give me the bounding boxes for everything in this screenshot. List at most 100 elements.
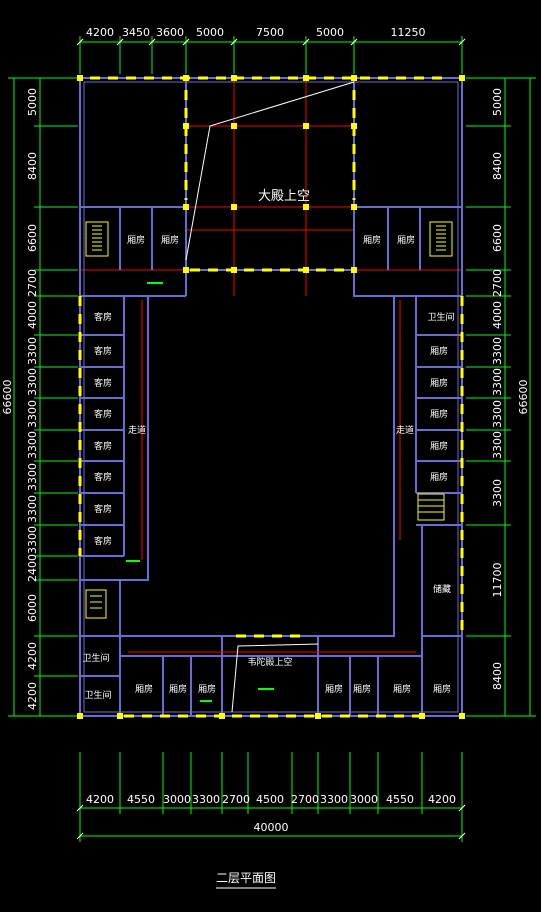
top-dimension-labels: 4200 3450 3600 5000 7500 5000 11250 [86,26,426,39]
label-guest-1: 客房 [94,311,112,323]
label-ward-r4: 厢房 [430,440,448,452]
dim-right-11: 11700 [491,563,504,598]
dim-bottom-total: 40000 [254,821,289,834]
dim-right-4: 2700 [491,269,504,297]
drawing-title: 二层平面图 [216,871,276,885]
dim-left-15: 4200 [26,642,39,670]
stair-top-right [429,221,453,257]
dim-left-4: 2700 [26,269,39,297]
dim-bottom-8: 3300 [320,793,348,806]
dim-bottom-10: 4550 [386,793,414,806]
columns [77,75,465,719]
stair-top-left [85,221,109,257]
dim-bottom-5: 2700 [222,793,250,806]
void-lines [185,81,355,713]
label-ward-r1: 厢房 [430,345,448,357]
label-ward-r3: 厢房 [430,408,448,420]
dim-top-3: 3600 [156,26,184,39]
dim-left-total: 66600 [1,380,14,415]
label-guest-5: 客房 [94,440,112,452]
dim-bottom-1: 4200 [86,793,114,806]
dim-left-3: 6600 [26,224,39,252]
walls [79,77,463,717]
dim-top-6: 5000 [316,26,344,39]
label-hall-void-small: 韦陀殿上空 [247,656,292,668]
structural-grid [80,78,462,296]
dim-right-8: 3300 [491,400,504,428]
dim-right-5: 4000 [491,301,504,329]
dim-left-10: 3300 [26,463,39,491]
label-ward-b1: 厢房 [135,683,153,695]
stair-left-bottom [85,589,107,619]
left-dimension-labels: 5000 8400 6600 2700 4000 3300 3300 3300 … [1,88,39,710]
dim-right-7: 3300 [491,368,504,396]
label-ward-4: 厢房 [397,234,415,246]
dim-right-9: 3300 [491,431,504,459]
dim-left-11: 3300 [26,495,39,523]
dim-top-1: 4200 [86,26,114,39]
dim-top-7: 11250 [391,26,426,39]
label-ward-3: 厢房 [363,234,381,246]
dim-left-5: 4000 [26,301,39,329]
corridor-lines [128,300,416,653]
windows [78,76,464,718]
dim-right-2: 8400 [491,152,504,180]
dim-bottom-4: 3300 [192,793,220,806]
label-ward-b6: 厢房 [393,683,411,695]
dim-bottom-7: 2700 [291,793,319,806]
label-ward-2: 厢房 [161,234,179,246]
dim-bottom-6: 4500 [256,793,284,806]
dim-right-3: 6600 [491,224,504,252]
stairs [85,221,453,619]
label-storage: 储藏 [433,583,451,595]
label-ward-b2: 厢房 [169,683,187,695]
dim-left-9: 3300 [26,431,39,459]
label-ward-b4: 厢房 [325,683,343,695]
dim-left-6: 3300 [26,337,39,365]
bottom-dimension-labels: 4200 4550 3000 3300 2700 4500 2700 3300 … [86,793,456,834]
label-guest-2: 客房 [94,345,112,357]
label-guest-4: 客房 [94,408,112,420]
dim-right-12: 8400 [491,662,504,690]
dim-right-total: 66600 [517,380,530,415]
level-marks [126,282,274,702]
dim-top-2: 3450 [122,26,150,39]
label-guest-6: 客房 [94,471,112,483]
label-corridor-right: 走道 [396,424,414,436]
right-dimension-labels: 5000 8400 6600 2700 4000 3300 3300 3300 … [491,88,530,690]
label-guest-7: 客房 [94,503,112,515]
label-toilet-left-1: 卫生间 [82,652,109,664]
label-ward-1: 厢房 [127,234,145,246]
stair-right [417,493,445,521]
dim-right-6: 3300 [491,337,504,365]
dim-bottom-9: 3000 [350,793,378,806]
label-toilet-left-2: 卫生间 [84,689,111,701]
dim-left-12: 2400 [26,554,39,582]
dim-left-7: 3300 [26,368,39,396]
dim-left-1: 5000 [26,88,39,116]
dimension-lines [8,36,536,842]
dim-top-4: 5000 [196,26,224,39]
dim-right-1: 5000 [491,88,504,116]
dim-left-2: 8400 [26,152,39,180]
label-toilet-right: 卫生间 [427,311,454,323]
dim-left-13: 3300 [26,526,39,554]
room-labels: 大殿上空 厢房 厢房 厢房 厢房 客房 客房 客房 客房 客房 客房 客房 客房… [82,189,454,701]
dim-bottom-2: 4550 [127,793,155,806]
dim-bottom-3: 3000 [163,793,191,806]
label-ward-b3: 厢房 [198,683,216,695]
dim-left-14: 6000 [26,594,39,622]
dim-right-10: 3300 [491,479,504,507]
label-hall-void: 大殿上空 [258,189,310,204]
dim-left-16: 4200 [26,682,39,710]
label-ward-b7: 厢房 [433,683,451,695]
label-ward-b5: 厢房 [353,683,371,695]
dim-left-8: 3300 [26,400,39,428]
label-corridor-left: 走道 [128,424,146,436]
dim-top-5: 7500 [256,26,284,39]
label-guest-8: 客房 [94,535,112,547]
dim-bottom-11: 4200 [428,793,456,806]
label-ward-r5: 厢房 [430,471,448,483]
label-ward-r2: 厢房 [430,377,448,389]
